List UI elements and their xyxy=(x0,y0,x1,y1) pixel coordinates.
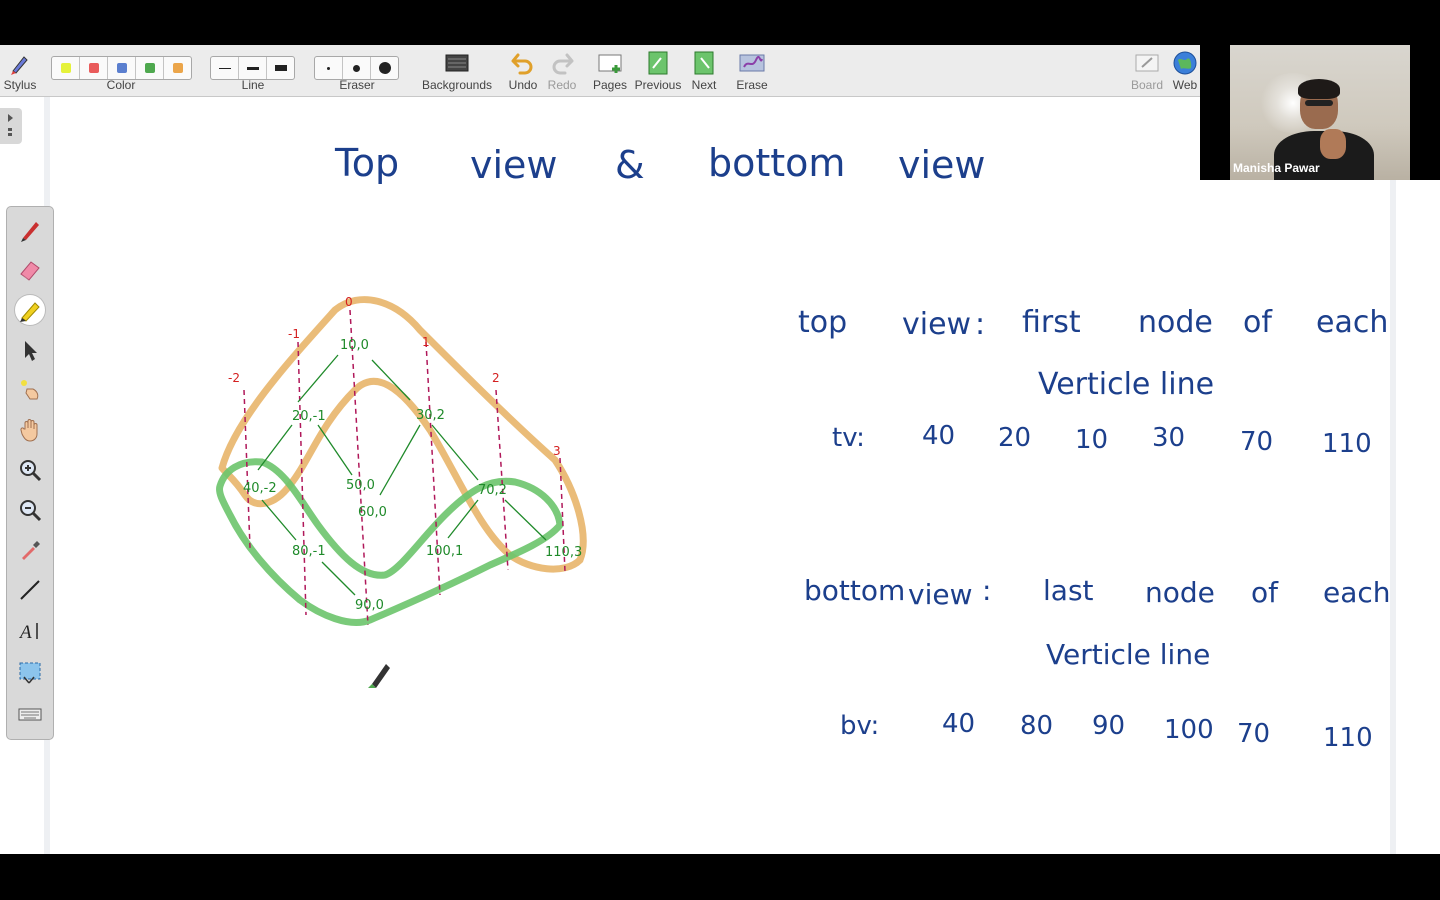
screen-capture-tool[interactable] xyxy=(15,657,45,687)
canvas-right-border xyxy=(1390,180,1396,854)
hand-icon xyxy=(20,419,38,442)
redo-label: Redo xyxy=(547,78,577,92)
pen-icon xyxy=(21,222,39,242)
web-label: Web xyxy=(1172,78,1198,92)
color-swatch-yellow[interactable] xyxy=(52,57,80,79)
eraser-medium-option[interactable] xyxy=(343,57,371,79)
eyedropper-icon xyxy=(22,541,40,560)
zoom-out-icon xyxy=(20,500,42,522)
laser-pointer-icon xyxy=(21,380,39,400)
text-tool[interactable]: A xyxy=(15,615,45,645)
redo-button[interactable]: Redo xyxy=(545,45,579,96)
laser-pointer-tool[interactable] xyxy=(15,375,45,405)
expand-arrow-icon xyxy=(8,114,13,136)
text-tool-glyph: A xyxy=(18,622,32,643)
color-swatches xyxy=(51,56,192,80)
line-medium-option[interactable] xyxy=(239,57,267,79)
text-tool-icon: A xyxy=(18,622,38,643)
color-swatch-green[interactable] xyxy=(136,57,164,79)
pointer-icon xyxy=(25,341,37,361)
previous-button[interactable]: Previous xyxy=(632,45,684,96)
next-button[interactable]: Next xyxy=(686,45,722,96)
annotation-toolbar: Stylus Color Line Eraser xyxy=(0,45,1200,97)
undo-icon xyxy=(511,53,533,75)
highlighter-icon xyxy=(20,302,40,322)
next-label: Next xyxy=(691,78,717,92)
tool-palette: A xyxy=(6,206,54,740)
participant-video-feed: Manisha Pawar xyxy=(1230,45,1410,180)
zoom-in-tool[interactable] xyxy=(15,455,45,485)
person-glasses xyxy=(1305,100,1333,106)
pages-button[interactable]: Pages xyxy=(590,45,630,96)
color-label: Color xyxy=(106,78,136,92)
person-hair xyxy=(1298,79,1340,99)
line-label: Line xyxy=(241,78,265,92)
eraser-tool[interactable] xyxy=(15,255,45,285)
eraser-group: Eraser xyxy=(314,45,400,96)
previous-label: Previous xyxy=(634,78,682,92)
stylus-button[interactable]: Stylus xyxy=(0,45,40,96)
whiteboard-canvas[interactable] xyxy=(0,97,1440,854)
eraser-label: Eraser xyxy=(339,78,375,92)
participant-name: Manisha Pawar xyxy=(1233,161,1320,175)
line-tool[interactable] xyxy=(15,575,45,605)
board-label: Board xyxy=(1130,78,1164,92)
color-swatch-red[interactable] xyxy=(80,57,108,79)
stylus-icon xyxy=(11,56,28,75)
backgrounds-label: Backgrounds xyxy=(421,78,493,92)
highlighter-tool[interactable] xyxy=(15,295,45,325)
participant-video-tile[interactable]: Manisha Pawar xyxy=(1200,45,1440,180)
screen-capture-icon xyxy=(19,662,41,684)
color-swatch-orange[interactable] xyxy=(164,57,191,79)
hand-tool[interactable] xyxy=(15,415,45,445)
line-group: Line xyxy=(210,45,296,96)
undo-label: Undo xyxy=(508,78,538,92)
line-tool-icon xyxy=(20,580,40,600)
keyboard-tool[interactable] xyxy=(15,699,45,729)
web-button[interactable]: Web xyxy=(1170,45,1200,96)
eraser-size-options xyxy=(314,56,399,80)
erase-button[interactable]: Erase xyxy=(732,45,772,96)
stylus-label: Stylus xyxy=(3,78,37,92)
redo-icon xyxy=(552,53,574,75)
color-group: Color xyxy=(50,45,192,96)
pages-label: Pages xyxy=(592,78,628,92)
backgrounds-button[interactable]: Backgrounds xyxy=(420,45,494,96)
previous-page-icon xyxy=(648,51,668,75)
side-panel-toggle[interactable] xyxy=(0,108,22,144)
board-button[interactable]: Board xyxy=(1128,45,1166,96)
line-width-options xyxy=(210,56,295,80)
pages-icon xyxy=(598,54,622,73)
line-thin-option[interactable] xyxy=(211,57,239,79)
erase-label: Erase xyxy=(736,78,768,92)
eraser-large-option[interactable] xyxy=(371,57,398,79)
erase-icon xyxy=(739,54,765,72)
person-hand xyxy=(1320,129,1346,159)
pen-tool[interactable] xyxy=(15,215,45,245)
pointer-tool[interactable] xyxy=(15,335,45,365)
next-page-icon xyxy=(694,51,714,75)
color-swatch-blue[interactable] xyxy=(108,57,136,79)
board-icon xyxy=(1135,54,1159,72)
keyboard-icon xyxy=(18,708,42,721)
zoom-in-icon xyxy=(20,460,42,482)
line-thick-option[interactable] xyxy=(267,57,294,79)
eyedropper-tool[interactable] xyxy=(15,535,45,565)
eraser-icon xyxy=(20,261,40,281)
undo-button[interactable]: Undo xyxy=(506,45,540,96)
zoom-out-tool[interactable] xyxy=(15,495,45,525)
backgrounds-icon xyxy=(445,54,469,72)
globe-icon xyxy=(1173,51,1197,75)
eraser-small-option[interactable] xyxy=(315,57,343,79)
